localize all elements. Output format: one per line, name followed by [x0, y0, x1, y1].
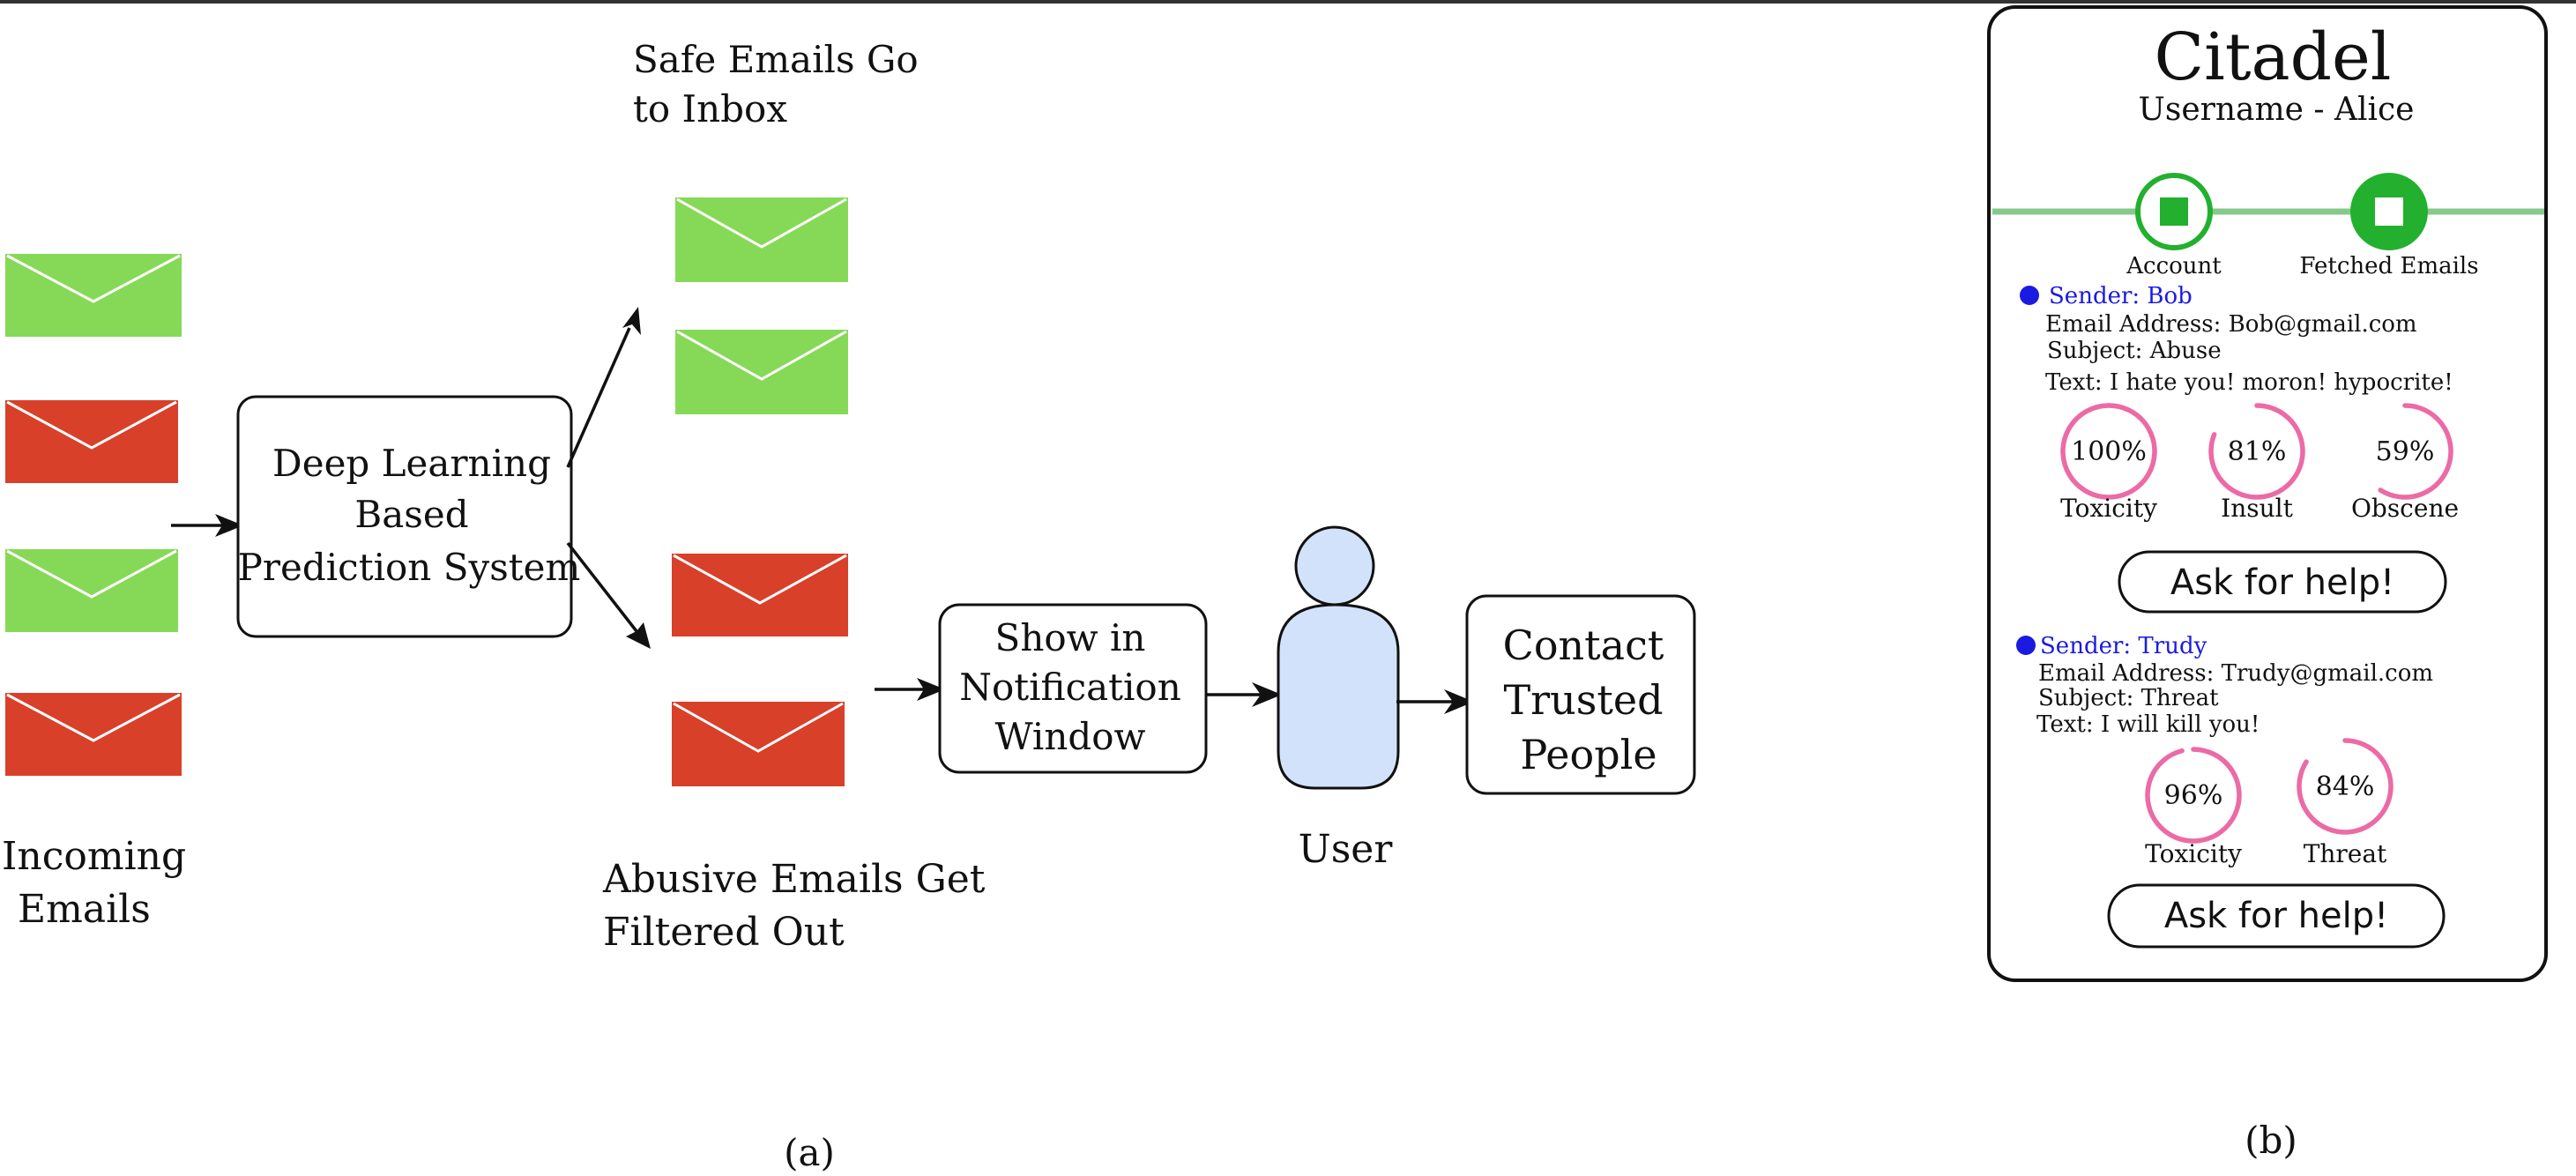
contact-trusted-box: [1465, 594, 1696, 795]
incoming-label-line-1: Incoming: [2, 834, 186, 879]
score-ring: [2060, 403, 2157, 500]
email-address: Email Address: Trudy@gmail.com: [2038, 660, 2433, 687]
safe-emails-line-2: to Inbox: [633, 87, 787, 130]
incoming-email-abusive-1: [5, 400, 178, 483]
abusive-emails-line-1: Abusive Emails Get: [602, 857, 986, 902]
safe-emails-line-1: Safe Emails Go: [633, 38, 919, 81]
score-label: Obscene: [2351, 494, 2459, 523]
email-subject: Subject: Threat: [2038, 685, 2219, 711]
score-label: Toxicity: [2060, 494, 2157, 523]
notification-window-box: [938, 603, 1208, 774]
score-label: Threat: [2304, 839, 2387, 868]
bullet-icon: [2020, 286, 2039, 305]
email-text: Text: I hate you! moron! hypocrite!: [2045, 369, 2453, 396]
incoming-email-abusive-2: [5, 693, 182, 776]
email-text: Text: I will kill you!: [2036, 711, 2260, 738]
email-sender: Sender: Trudy: [2040, 633, 2207, 659]
ask-for-help-button[interactable]: Ask for help!: [2107, 883, 2446, 949]
contact-line-1: Contact: [1503, 621, 1664, 669]
app-title: Citadel: [2155, 19, 2392, 95]
score-ring: [2145, 747, 2242, 844]
prediction-system-box: [236, 395, 573, 638]
prediction-system-line-3: Prediction System: [238, 546, 581, 589]
email-scores: 96% Toxicity 84% Threat: [2145, 738, 2394, 868]
contact-line-2: Trusted: [1503, 676, 1663, 724]
email-scores: 100% Toxicity 81% Insult 59% Obscene: [2060, 403, 2459, 523]
caption-b: (b): [2245, 1119, 2297, 1162]
score-ring: [2208, 403, 2305, 500]
step-account-label: Account: [2126, 253, 2222, 279]
arrowhead-to-contact: [1444, 689, 1474, 714]
arrowhead-to-model: [215, 514, 243, 537]
score-value: 96%: [2164, 780, 2223, 811]
score-value: 81%: [2228, 436, 2287, 467]
incoming-email-safe-2: [5, 549, 178, 632]
incoming-email-safe-1: [5, 254, 182, 337]
email-address: Email Address: Bob@gmail.com: [2045, 311, 2417, 338]
score-value: 84%: [2316, 771, 2375, 802]
contact-line-3: People: [1520, 731, 1657, 778]
step-fetched-emails-icon[interactable]: [2350, 173, 2428, 250]
step-fetched-emails-label: Fetched Emails: [2299, 253, 2478, 279]
notification-line-2: Notification: [959, 666, 1181, 709]
arrowhead-to-notification: [917, 678, 945, 701]
user-figure: [1277, 525, 1400, 790]
caption-a: (a): [784, 1131, 835, 1174]
username-label: Username - Alice: [2139, 92, 2415, 128]
inbox-email-safe-1: [675, 197, 848, 282]
score-ring: [2297, 738, 2394, 835]
prediction-system-line-2: Based: [354, 493, 468, 536]
user-label: User: [1299, 827, 1394, 872]
score-value: 100%: [2071, 436, 2147, 467]
panel-b-citadel-app: Citadel Username - Alice Account Fetched…: [1987, 5, 2548, 1162]
notification-line-3: Window: [994, 715, 1145, 758]
score-value: 59%: [2376, 436, 2435, 467]
bullet-icon: [2016, 636, 2036, 655]
panel-a-pipeline: Incoming Emails Deep Learning Based Pred…: [2, 38, 1696, 1174]
step-account-icon[interactable]: [2135, 173, 2213, 250]
abusive-emails-line-2: Filtered Out: [603, 910, 845, 955]
inbox-email-safe-2: [675, 330, 848, 414]
notification-line-1: Show in: [995, 616, 1146, 659]
email-subject: Subject: Abuse: [2047, 338, 2222, 364]
arrow-to-inbox: [566, 327, 631, 468]
ask-for-help-button[interactable]: Ask for help!: [2118, 550, 2447, 614]
incoming-label-line-2: Emails: [18, 887, 151, 932]
email-sender: Sender: Bob: [2049, 283, 2193, 309]
score-label: Toxicity: [2145, 839, 2242, 868]
score-label: Insult: [2221, 494, 2293, 523]
arrow-to-filtered: [566, 541, 638, 633]
arrowhead-to-inbox: [622, 307, 641, 335]
arrowhead-to-filtered: [626, 622, 651, 649]
filtered-email-abusive-2: [672, 702, 845, 786]
prediction-system-line-1: Deep Learning: [272, 442, 551, 485]
filtered-email-abusive-1: [672, 554, 848, 636]
arrowhead-to-user: [1252, 682, 1282, 707]
score-ring: [2378, 403, 2453, 500]
